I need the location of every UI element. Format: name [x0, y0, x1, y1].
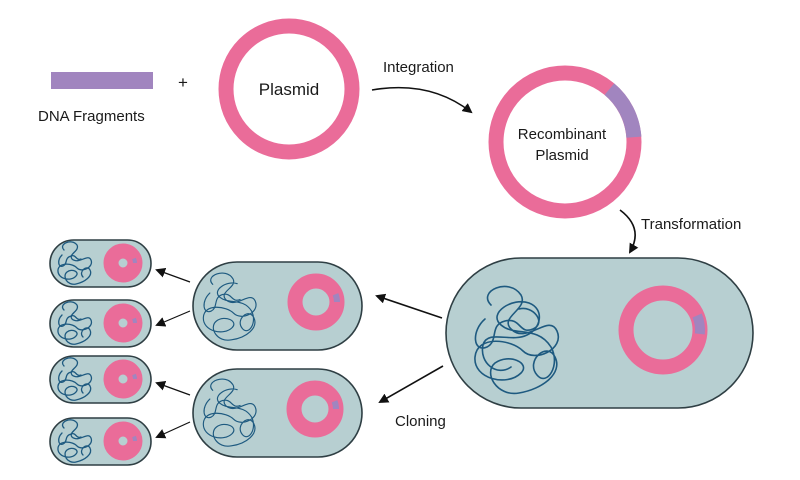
cloning-label: Cloning — [395, 413, 446, 430]
clone-cell-3-insert — [132, 373, 137, 380]
recombinant-plasmid-ring — [488, 65, 642, 219]
integration-arrow — [371, 86, 473, 114]
clone-cell-1-insert — [132, 257, 137, 264]
cell-plasmid-insert — [692, 313, 706, 335]
daughter-lower-insert — [331, 400, 340, 410]
arrow-to-cell-4 — [155, 421, 191, 439]
clone-cell-4-insert — [132, 435, 137, 442]
recombinant-label-line1: Recombinant — [518, 126, 607, 143]
daughter-upper-insert — [332, 293, 341, 303]
clone-cell-2-insert — [132, 317, 137, 324]
arrow-to-cell-3 — [155, 381, 191, 396]
clone-arrow-upper — [375, 293, 443, 319]
plasmid-ring — [218, 18, 360, 160]
arrow-to-cell-2 — [155, 310, 191, 327]
dna-fragment-bar — [51, 72, 153, 89]
dna-fragments-label: DNA Fragments — [38, 108, 145, 125]
clone-arrow-lower — [378, 365, 444, 403]
arrow-to-cell-1 — [155, 268, 191, 283]
recombinant-insert-segment — [604, 83, 642, 138]
plasmid-label: Plasmid — [259, 80, 319, 99]
transformation-label: Transformation — [641, 216, 741, 233]
integration-label: Integration — [383, 59, 454, 76]
recombinant-label-line2: Plasmid — [535, 147, 588, 164]
plus-sign: + — [178, 73, 188, 92]
transformation-arrow — [619, 209, 639, 254]
